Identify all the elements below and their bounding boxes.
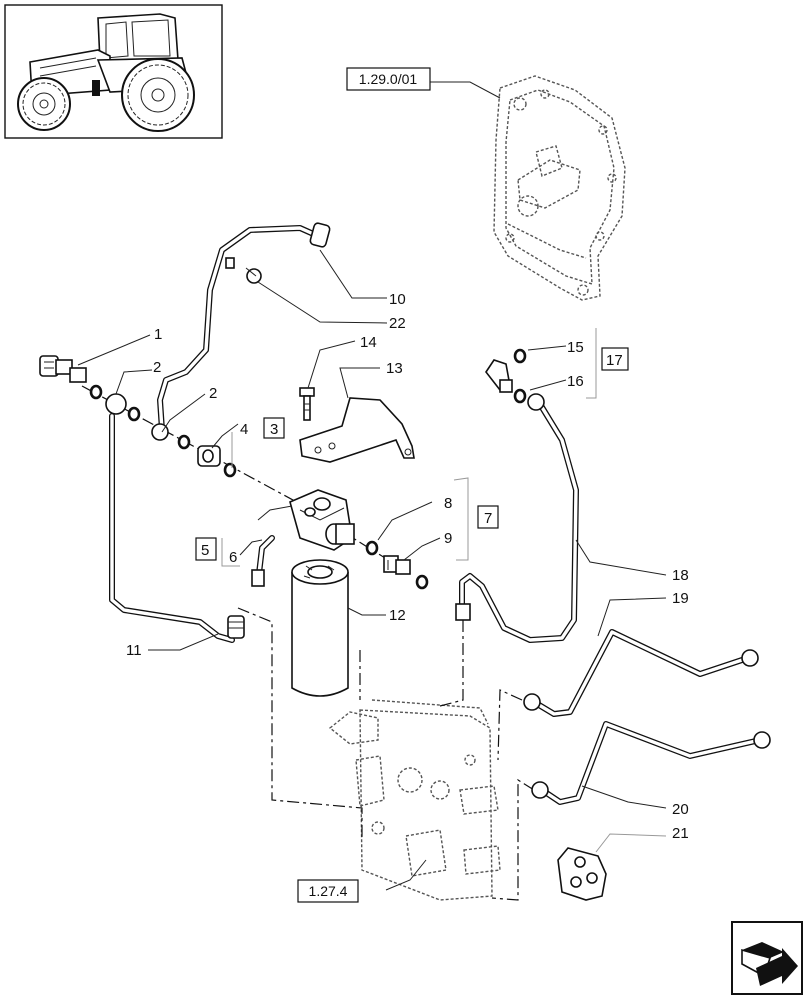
callout-9: 9 — [444, 530, 452, 547]
fitting-9 — [383, 555, 411, 575]
pipe-20 — [531, 721, 771, 805]
box-3 — [263, 417, 285, 439]
pipe-11 — [105, 393, 245, 643]
o-ring-9 — [415, 574, 429, 590]
route-line-20 — [491, 778, 535, 901]
filter-12 — [291, 559, 349, 697]
callout-17: 17 — [606, 352, 623, 369]
plug-22 — [246, 268, 262, 284]
box-5 — [195, 537, 217, 561]
route-line-19 — [497, 689, 523, 761]
callout-13: 13 — [386, 360, 403, 377]
grommet-21 — [557, 847, 607, 901]
fitting-1 — [39, 355, 87, 383]
callout-10: 10 — [389, 291, 406, 308]
bolt-14 — [299, 387, 315, 421]
callout-2b: 2 — [209, 385, 217, 402]
leader-lines — [77, 81, 667, 891]
callout-21: 21 — [672, 825, 689, 842]
callout-12: 12 — [389, 607, 406, 624]
callout-3: 3 — [270, 421, 278, 438]
valve-block-ghost — [328, 699, 501, 901]
callout-22: 22 — [389, 315, 406, 332]
callout-7: 7 — [484, 510, 492, 527]
tractor-thumbnail — [4, 4, 223, 139]
next-page-arrow-icon[interactable] — [731, 921, 803, 995]
callout-14: 14 — [360, 334, 377, 351]
ref-box-top[interactable]: 1.29.0/01 — [346, 67, 431, 91]
callout-1: 1 — [154, 326, 162, 343]
o-ring-16 — [513, 388, 527, 404]
callout-19: 19 — [672, 590, 689, 607]
filter-head-5 — [289, 489, 355, 551]
callout-4: 4 — [240, 421, 248, 438]
elbow-16 — [485, 359, 513, 393]
transmission-cover-ghost — [493, 75, 626, 301]
o-ring-2b — [127, 406, 141, 422]
pipe-18 — [455, 393, 579, 643]
route-line-18 — [439, 620, 464, 707]
o-ring-4 — [223, 462, 237, 478]
ref-top-label: 1.29.0/01 — [359, 71, 418, 87]
callout-18: 18 — [672, 567, 689, 584]
ref-bottom-label: 1.27.4 — [309, 883, 348, 899]
callout-2a: 2 — [153, 359, 161, 376]
o-ring-2c — [177, 434, 191, 450]
ref-box-bottom[interactable]: 1.27.4 — [297, 879, 359, 903]
adapter-3 — [197, 445, 221, 467]
callout-8: 8 — [444, 495, 452, 512]
callout-11: 11 — [126, 642, 142, 659]
pipe-10 — [151, 222, 331, 441]
box-7 — [477, 505, 499, 529]
callout-15: 15 — [567, 339, 584, 356]
pipe-6 — [251, 535, 275, 587]
callout-5: 5 — [201, 542, 209, 559]
callout-6: 6 — [229, 549, 237, 566]
o-ring-15 — [513, 348, 527, 364]
callout-20: 20 — [672, 801, 689, 818]
bracket-13 — [299, 397, 415, 463]
pipe-19 — [523, 629, 759, 717]
route-line-11 — [237, 607, 363, 840]
o-ring-8 — [365, 540, 379, 556]
o-ring-2a — [89, 384, 103, 400]
box-17 — [601, 347, 629, 371]
callout-16: 16 — [567, 373, 584, 390]
